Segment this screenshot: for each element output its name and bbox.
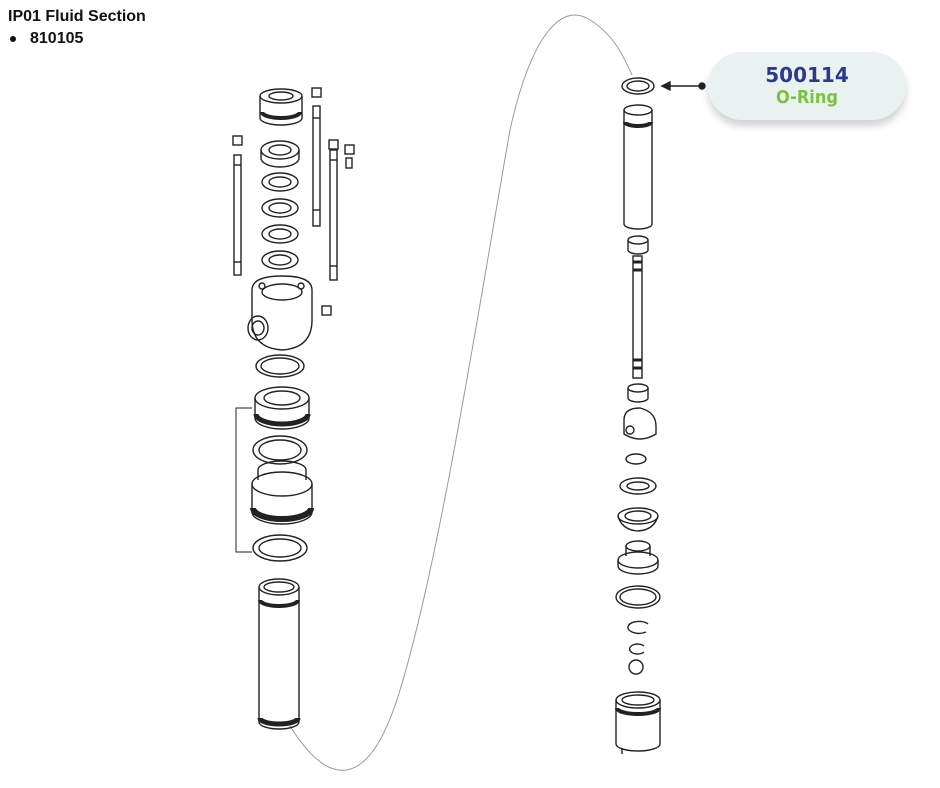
packing-ring [261,250,299,270]
packing-ring [260,140,300,168]
hex-nut [627,235,649,255]
packing-ring [261,224,299,244]
pump-cylinder [257,578,301,730]
seal-cup [617,507,659,532]
seal-ring [619,477,657,495]
tie-rod [344,144,355,169]
left-assembly [232,87,355,730]
o-ring-500114 [621,77,655,95]
callout-part-number: 500114 [765,63,849,87]
seal-ring [252,435,308,465]
bullet-icon [10,36,16,42]
seal-ring [615,585,661,609]
retaining-clip [627,620,649,635]
page-title: IP01 Fluid Section [8,8,146,25]
tie-rod [328,139,339,281]
kit-bracket [235,407,252,553]
check-ball [628,659,644,675]
packing-ring [261,172,299,192]
tie-rod [232,135,243,276]
seal-ring [252,534,308,562]
foot-valve-housing [615,691,661,754]
part-callout: 500114 O-Ring [708,52,906,120]
packing-ring [261,198,299,218]
packing-nut [259,88,303,126]
right-assembly [615,77,706,754]
header: IP01 Fluid Section 810105 [8,6,146,50]
assembly-guide-line [289,14,633,771]
hex-nut [627,383,649,403]
callout-arrow [660,80,706,92]
seal-housing [253,386,311,430]
pump-sleeve [623,104,653,230]
valve-seat [617,540,659,575]
small-ring [625,453,647,465]
seal-ring [255,354,305,378]
tie-rod [311,87,322,227]
fitting [321,305,332,316]
piston-head [623,407,657,440]
assembly-part-number: 810105 [30,30,84,47]
seal-housing [250,460,314,525]
piston-rod [632,255,643,379]
part-number-list-item: 810105 [8,28,146,50]
retaining-clip [628,643,645,655]
callout-part-name: O-Ring [776,87,838,108]
pump-housing [247,275,313,351]
